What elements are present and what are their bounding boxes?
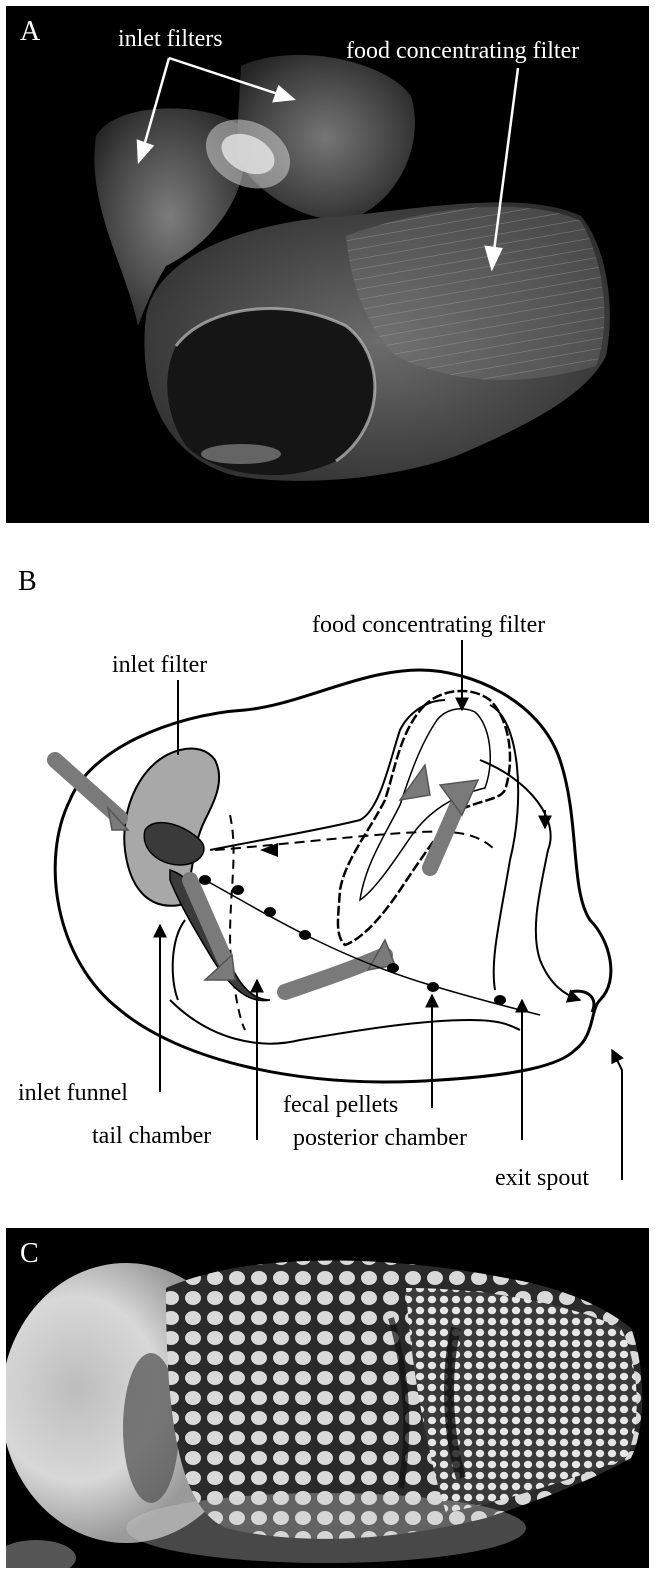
panel-b-diagram: B — [0, 560, 655, 1210]
panel-c-letter: C — [20, 1238, 39, 1269]
label-exit-spout: exit spout — [495, 1165, 589, 1191]
flow-arrows — [55, 760, 462, 992]
panel-b-svg: B — [0, 560, 655, 1210]
inner-body-lower — [170, 1000, 520, 1044]
fecal-pellets — [199, 875, 506, 1005]
label-inlet-filters: inlet filters — [118, 26, 223, 52]
flow-head-food-filter-2 — [400, 765, 430, 800]
flow-arrow-posterior — [285, 955, 385, 992]
flow-head-food-filter — [440, 780, 478, 815]
pellet — [232, 885, 244, 895]
label-food-concentrating-filter-b: food concentrating filter — [312, 612, 545, 638]
panel-c-photo: C — [6, 1228, 649, 1568]
label-posterior-chamber: posterior chamber — [293, 1125, 467, 1151]
inner-body-right — [490, 705, 518, 990]
leader-exit-spout — [612, 1050, 622, 1180]
inlet-funnel-line — [173, 920, 185, 1000]
panel-a-letter: A — [20, 16, 41, 47]
label-tail-chamber: tail chamber — [92, 1123, 211, 1149]
posterior-flow-line — [480, 760, 580, 1000]
gut-line — [205, 880, 540, 1015]
label-inlet-filter: inlet filter — [112, 652, 207, 678]
panel-b-letter: B — [18, 566, 37, 597]
label-food-concentrating-filter-a: food concentrating filter — [346, 38, 579, 64]
panel-a-image: A inlet filters food concentrating filte… — [6, 6, 649, 523]
panel-a-photo: A inlet filters food concentrating filte… — [6, 6, 649, 523]
exit-spout-lip — [570, 991, 594, 1012]
label-inlet-funnel: inlet funnel — [18, 1080, 128, 1106]
label-fecal-pellets: fecal pellets — [283, 1092, 398, 1118]
panel-c-image: C — [6, 1228, 649, 1568]
